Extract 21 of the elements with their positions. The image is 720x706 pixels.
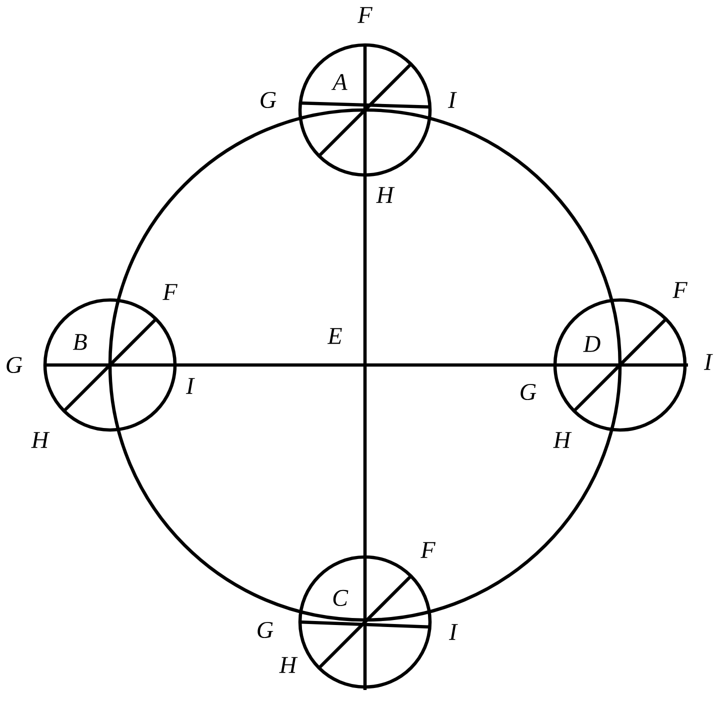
point-label: H — [553, 432, 572, 448]
point-label: I — [186, 378, 195, 394]
point-label: E — [327, 328, 342, 344]
point-label: F — [358, 7, 373, 23]
point-label: F — [162, 284, 178, 300]
point-label: G — [6, 356, 22, 374]
point-label: I — [448, 624, 458, 640]
point-label: H — [376, 187, 395, 203]
point-label: H — [31, 432, 50, 448]
point-label: G — [258, 622, 274, 638]
point-label: G — [260, 92, 276, 108]
point-label: F — [672, 282, 688, 298]
point-label: D — [583, 336, 600, 352]
point-label: A — [331, 74, 348, 90]
point-label: G — [520, 384, 536, 400]
point-label: B — [72, 334, 87, 350]
point-label: I — [704, 354, 713, 370]
point-label: H — [279, 657, 298, 673]
point-label: I — [448, 92, 457, 108]
point-label: C — [333, 590, 348, 606]
point-label: F — [420, 542, 436, 558]
